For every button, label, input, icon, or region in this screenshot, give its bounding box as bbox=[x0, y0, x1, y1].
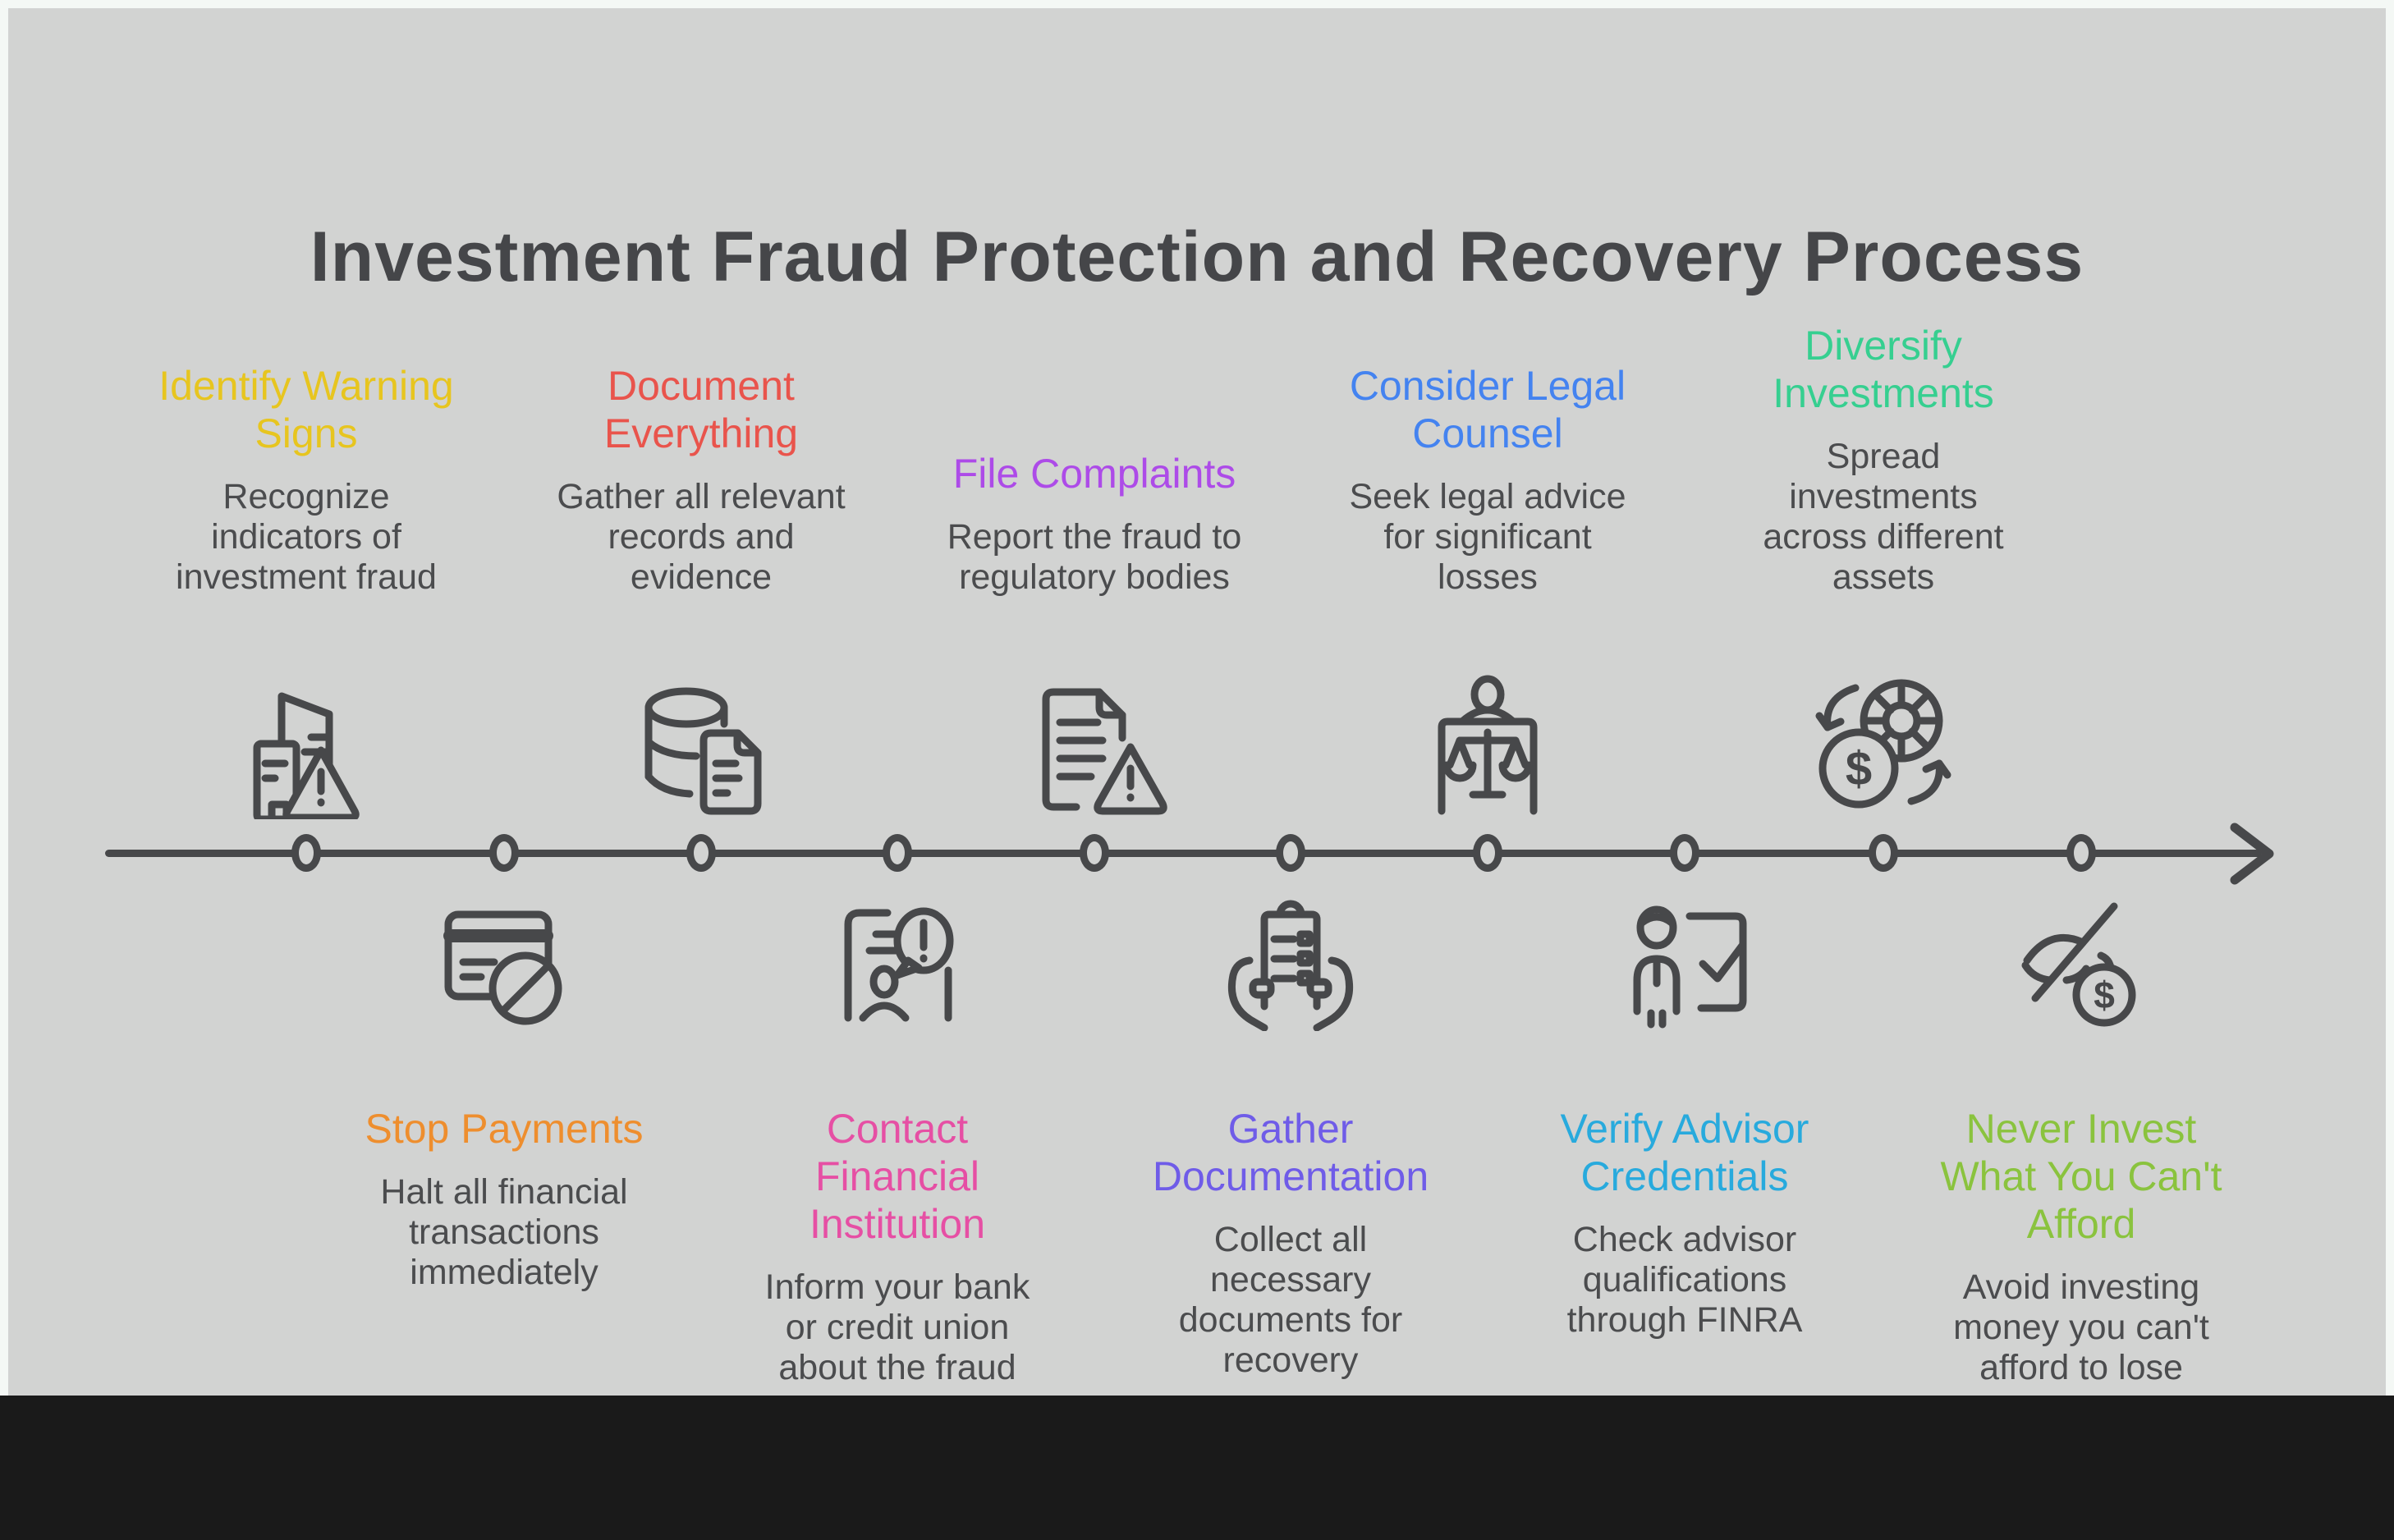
hidden-money-icon: $ bbox=[2007, 883, 2155, 1031]
timeline-node bbox=[686, 834, 716, 872]
city-warning-icon bbox=[232, 671, 380, 823]
step-title: Gather Documentation bbox=[1152, 1106, 1429, 1199]
step-title: File Complaints bbox=[952, 451, 1236, 497]
step-description: Inform your bank or credit union about t… bbox=[764, 1267, 1030, 1387]
infographic-canvas: Investment Fraud Protection and Recovery… bbox=[8, 8, 2386, 1396]
records-database-icon bbox=[627, 671, 775, 819]
bank-alert-icon bbox=[823, 883, 971, 1031]
step-description: Collect all necessary documents for reco… bbox=[1178, 1220, 1403, 1380]
legal-scales-icon bbox=[1414, 671, 1562, 819]
timeline-node bbox=[489, 834, 519, 872]
svg-text:$: $ bbox=[1846, 742, 1872, 795]
timeline-arrow-icon bbox=[2230, 823, 2279, 889]
step-title: Verify Advisor Credentials bbox=[1560, 1106, 1809, 1199]
step-identify-warning-signs: Identify Warning Signs Recognize indicat… bbox=[93, 309, 520, 598]
step-title: Contact Financial Institution bbox=[809, 1106, 985, 1247]
step-description: Spread investments across different asse… bbox=[1763, 437, 2004, 597]
timeline-node bbox=[1869, 834, 1898, 872]
step-diversify-investments: Diversify Investments Spread investments… bbox=[1670, 309, 2097, 598]
advisor-check-icon bbox=[1611, 883, 1759, 1031]
page-title: Investment Fraud Protection and Recovery… bbox=[310, 217, 2084, 296]
step-document-everything: Document Everything Gather all relevant … bbox=[488, 309, 915, 598]
bottom-bar bbox=[0, 1396, 2394, 1540]
diversify-chip-icon: $ bbox=[1809, 671, 1957, 819]
step-title: Stop Payments bbox=[365, 1106, 644, 1152]
svg-text:$: $ bbox=[2094, 974, 2115, 1016]
step-description: Gather all relevant records and evidence bbox=[557, 477, 846, 597]
timeline-node bbox=[1473, 834, 1502, 872]
step-description: Avoid investing money you can't afford t… bbox=[1953, 1267, 2209, 1387]
step-description: Report the fraud to regulatory bodies bbox=[947, 517, 1242, 597]
step-contact-financial-institution: Contact Financial Institution Inform you… bbox=[684, 1105, 1111, 1388]
step-verify-advisor-credentials: Verify Advisor Credentials Check advisor… bbox=[1471, 1105, 1898, 1341]
timeline-node bbox=[883, 834, 912, 872]
step-description: Seek legal advice for significant losses bbox=[1349, 477, 1626, 597]
complaint-document-icon bbox=[1020, 671, 1168, 819]
timeline-node bbox=[1670, 834, 1699, 872]
timeline-node bbox=[291, 834, 321, 872]
step-title: Never Invest What You Can't Afford bbox=[1940, 1106, 2222, 1247]
timeline-node bbox=[1276, 834, 1305, 872]
step-title: Consider Legal Counsel bbox=[1349, 363, 1626, 456]
step-stop-payments: Stop Payments Halt all financial transac… bbox=[291, 1105, 718, 1293]
step-title: Diversify Investments bbox=[1773, 323, 1994, 416]
step-never-invest-what-you-cant-afford: Never Invest What You Can't Afford Avoid… bbox=[1868, 1105, 2295, 1388]
blocked-card-icon bbox=[430, 883, 578, 1031]
checklist-hands-icon bbox=[1217, 883, 1364, 1032]
step-description: Recognize indicators of investment fraud bbox=[176, 477, 437, 597]
timeline-node bbox=[2066, 834, 2096, 872]
step-title: Document Everything bbox=[603, 363, 799, 456]
timeline-line bbox=[105, 850, 2262, 857]
step-consider-legal-counsel: Consider Legal Counsel Seek legal advice… bbox=[1274, 309, 1701, 598]
step-title: Identify Warning Signs bbox=[158, 363, 454, 456]
step-gather-documentation: Gather Documentation Collect all necessa… bbox=[1077, 1105, 1504, 1381]
step-description: Halt all financial transactions immediat… bbox=[380, 1172, 628, 1292]
step-file-complaints: File Complaints Report the fraud to regu… bbox=[881, 309, 1308, 598]
timeline-node bbox=[1080, 834, 1109, 872]
step-description: Check advisor qualifications through FIN… bbox=[1566, 1220, 1803, 1340]
